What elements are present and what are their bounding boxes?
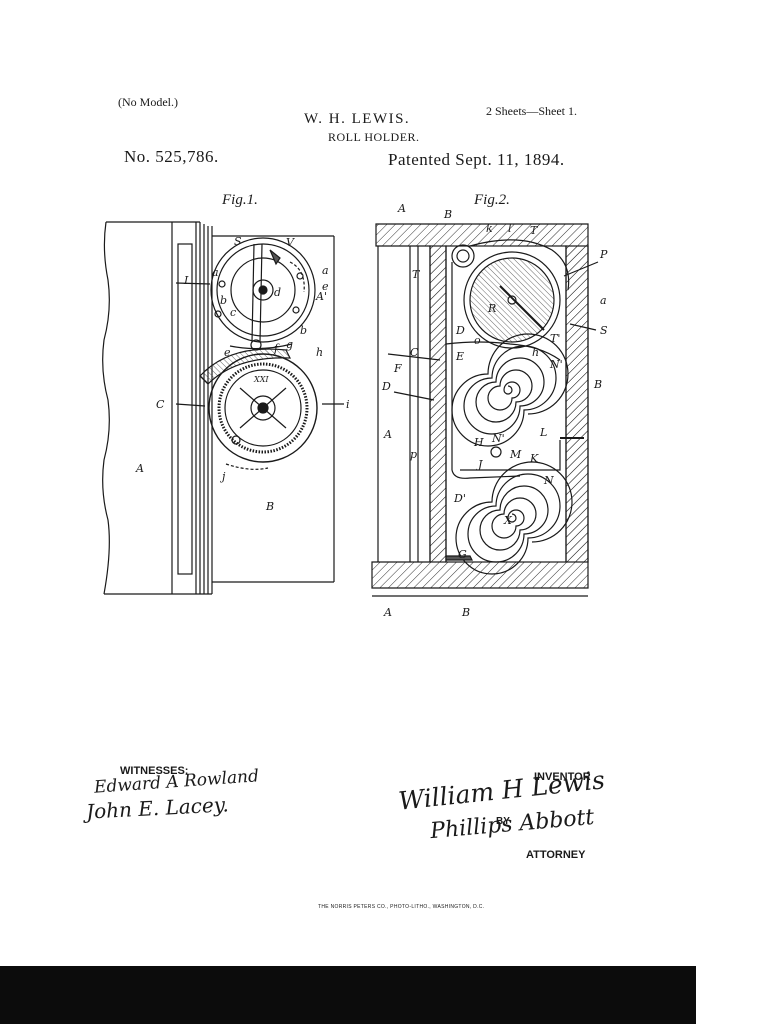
fig2-letter: a xyxy=(600,294,607,307)
fig2-letter: A xyxy=(383,428,392,441)
fig1-letter: g xyxy=(286,338,293,351)
fig2-letter: l xyxy=(508,222,512,235)
figure-2 xyxy=(371,223,599,597)
fig1-letter: f xyxy=(273,342,280,355)
fig2-letter: S xyxy=(600,324,608,337)
fig2-letter: T' xyxy=(550,332,560,345)
fig2-letter: N xyxy=(543,474,554,487)
fig2-letter: F xyxy=(393,362,402,375)
fig1-letter: A' xyxy=(315,290,327,303)
fig1-letter: c xyxy=(230,306,236,319)
lithographer-credit: THE NORRIS PETERS CO., PHOTO-LITHO., WAS… xyxy=(318,904,485,910)
figure-1 xyxy=(102,221,344,595)
figure-letters: S V a a e A' b b d c g f e h XXI i j I C… xyxy=(135,202,608,619)
fig1-letter: h xyxy=(316,346,323,359)
fig1-letter: V xyxy=(286,236,295,249)
fig1-letter: C xyxy=(156,398,165,411)
fig2-letter: T xyxy=(412,268,421,281)
sheet-count: 2 Sheets—Sheet 1. xyxy=(486,104,577,118)
fig2-letter: C xyxy=(410,346,419,359)
fig2-letter: D xyxy=(455,324,465,337)
fig2-letter: R xyxy=(487,302,496,315)
fig1-letter: B xyxy=(265,500,274,513)
fig2-letter: L xyxy=(539,426,547,439)
fig1-letter: S xyxy=(234,235,242,248)
witnesses-label: WITNESSES: xyxy=(120,765,189,777)
fig2-letter: J xyxy=(476,458,483,471)
fig2-letter: G xyxy=(458,548,467,561)
fig1-letter: i xyxy=(346,398,350,411)
fig1-letter: a xyxy=(212,266,219,279)
fig1-letter: d xyxy=(274,286,281,299)
patent-date: Patented Sept. 11, 1894. xyxy=(388,150,565,169)
fig2-label: Fig.2. xyxy=(474,192,510,208)
patent-title: ROLL HOLDER. xyxy=(328,130,420,144)
fig2-letter: E xyxy=(455,350,464,363)
by-label: BY xyxy=(496,816,510,827)
fig1-letter: b xyxy=(300,324,307,337)
fig2-letter: D xyxy=(381,380,391,393)
fig1-letter: b xyxy=(220,294,227,307)
fig1-label: Fig.1. xyxy=(222,192,258,208)
fig1-letter: j xyxy=(219,470,226,483)
scan-border xyxy=(0,966,696,1024)
fig2-letter: P xyxy=(599,248,608,261)
fig1-letter: A xyxy=(135,462,144,475)
fig1-letter: e xyxy=(224,346,231,359)
patent-number: No. 525,786. xyxy=(124,147,219,166)
fig1-letter: I xyxy=(183,274,189,287)
fig2-letter: B xyxy=(461,606,470,619)
fig2-letter: B xyxy=(593,378,602,391)
fig2-letter: K xyxy=(529,452,539,465)
fig2-letter: T xyxy=(530,224,539,237)
fig2-letter: p xyxy=(410,448,417,461)
fig2-letter: N' xyxy=(491,432,505,445)
fig2-letter: N' xyxy=(549,358,563,371)
fig2-letter: D' xyxy=(453,492,466,505)
fig2-letter: A xyxy=(397,202,406,215)
fig1-letter: XXI xyxy=(253,375,269,384)
fig2-letter: k xyxy=(486,222,493,235)
fig2-letter: A xyxy=(383,606,392,619)
fig1-letter: a xyxy=(322,264,329,277)
inventor-name: W. H. LEWIS. xyxy=(304,111,411,127)
fig2-letter: X xyxy=(503,514,513,527)
fig2-letter: h xyxy=(532,346,539,359)
fig2-letter: H xyxy=(473,436,484,449)
inventor-label: INVENTOR xyxy=(534,771,591,783)
fig2-letter: o xyxy=(474,334,481,347)
attorney-label: ATTORNEY xyxy=(526,849,586,861)
fig2-letter: B xyxy=(443,208,452,221)
fig2-letter: M xyxy=(509,448,522,461)
fig1-letter: e xyxy=(322,280,329,293)
model-note: (No Model.) xyxy=(118,95,178,109)
